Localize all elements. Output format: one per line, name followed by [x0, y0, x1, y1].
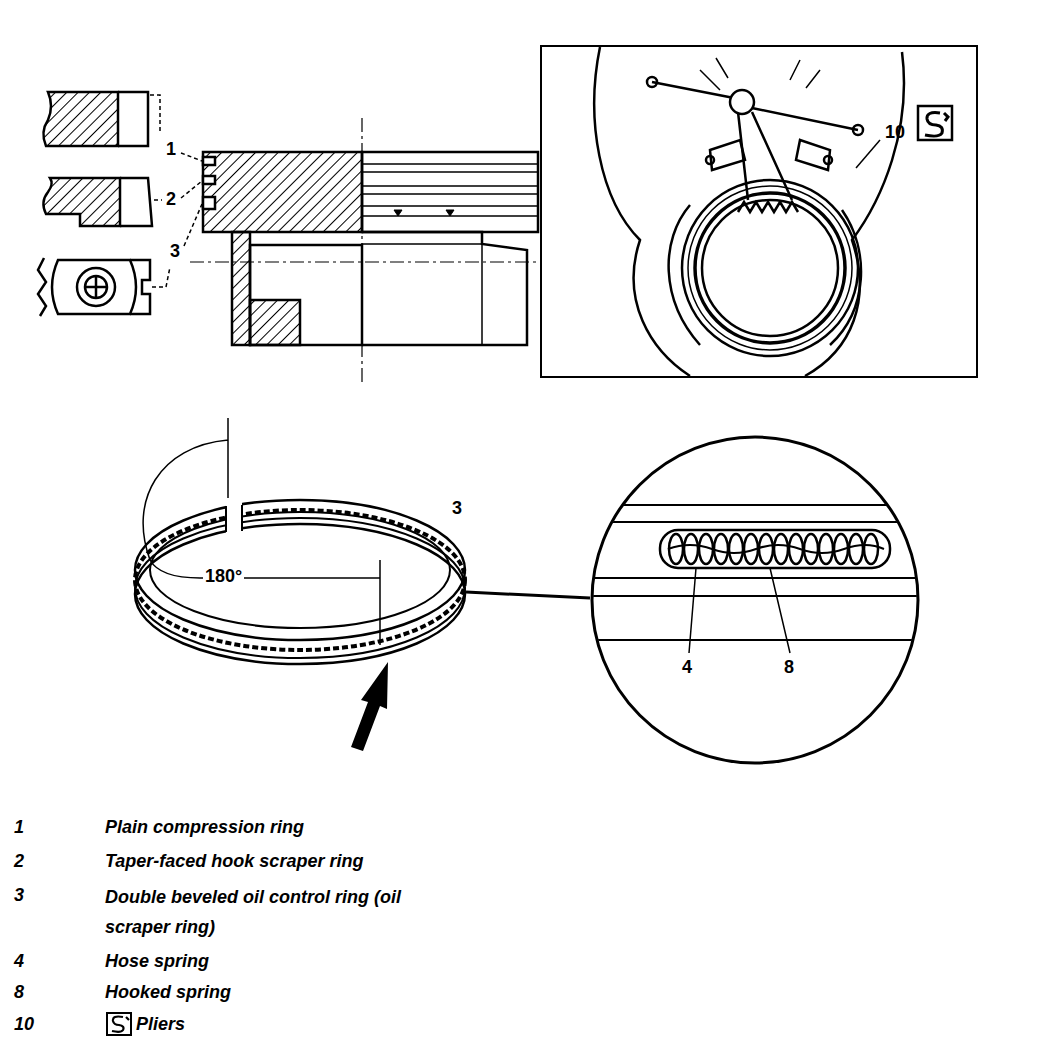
leader-line: [152, 267, 170, 287]
leader-line: [154, 199, 162, 201]
legend-text: Pliers: [136, 1014, 185, 1035]
center-line: [361, 118, 362, 382]
detail-magnifier: 48: [590, 435, 920, 765]
scraper-ring-section: [120, 178, 152, 226]
tool-symbol-glyph: [925, 113, 948, 137]
leader-line: [181, 181, 202, 198]
pliers-arm: [652, 82, 858, 200]
oil-ring-section: [52, 260, 136, 314]
ring-land-lines: [362, 164, 538, 216]
detail-illustration: [580, 505, 930, 653]
hose-spring-section: [85, 276, 107, 298]
ring-edge: [135, 518, 465, 658]
oil-ring-view: [135, 418, 590, 751]
piston-crown-view: [362, 152, 538, 232]
pliers-jaw: [710, 140, 830, 170]
piston-wall-section: [232, 232, 250, 345]
ring-gap-end: [226, 505, 242, 532]
pliers-teeth: [738, 202, 798, 212]
leader-line: [856, 140, 880, 168]
ring-groove: [203, 176, 215, 184]
legend-text: Double beveled oil control ring (oil scr…: [105, 882, 440, 942]
piston-bore: [250, 245, 362, 345]
piston: [190, 118, 538, 382]
magnifier-outline: [590, 435, 920, 765]
pliers-illustration: [594, 47, 904, 376]
finger-line: [700, 58, 820, 90]
pliers-rivet: [647, 77, 657, 87]
ring-edge: [135, 500, 465, 640]
tool-symbol-box: [918, 106, 952, 140]
leader-lines: [150, 95, 202, 287]
ring-groove: [203, 157, 215, 165]
hose-spring-section: [84, 275, 108, 299]
pliers-pivot: [730, 90, 754, 114]
legend-text: Hose spring: [105, 951, 209, 972]
legend-text: Hooked spring: [105, 982, 231, 1003]
ring-in-pliers: [702, 200, 838, 336]
callout-number: 3: [452, 498, 462, 519]
callout-number: 2: [166, 189, 176, 210]
angle-label: 180°: [203, 566, 244, 587]
ring-edge: [150, 512, 450, 628]
legend-number: 4: [14, 951, 24, 972]
piston-boss-section: [250, 300, 300, 345]
detail-connector: [466, 592, 590, 598]
hand-outline: [594, 47, 690, 376]
legend-text: Plain compression ring: [105, 817, 304, 838]
callout-number: 8: [784, 657, 794, 678]
legend-number: 10: [14, 1014, 34, 1035]
hooked-spring: [668, 545, 884, 553]
legend-number: 8: [14, 982, 24, 1003]
compression-ring-section: [43, 92, 118, 146]
pliers-rivet: [824, 156, 832, 164]
magnifier-circle: [592, 437, 918, 763]
piston-crown-section: [203, 152, 362, 232]
ring-in-pliers: [688, 186, 852, 350]
legend-text: Taper-faced hook scraper ring: [105, 851, 363, 872]
break-line: [38, 258, 46, 316]
ring-mark: [394, 210, 454, 216]
ring-groove: [203, 197, 215, 209]
hose-spring-section: [77, 268, 115, 306]
ring-in-pliers: [682, 180, 858, 356]
leader-line: [689, 568, 790, 653]
piston-skirt: [362, 232, 527, 345]
callout-number: 10: [885, 122, 905, 143]
legend-number: 2: [14, 851, 24, 872]
special-tool-symbol: [107, 1013, 131, 1035]
tool-panel: 10: [540, 45, 978, 378]
tool-symbol-glyph: [112, 1017, 129, 1032]
callout-number: 1: [166, 139, 176, 160]
leader-line: [181, 153, 202, 161]
ring-edge: [135, 524, 465, 664]
ring-band-lines: [580, 505, 930, 640]
oil-ring-section: [130, 260, 150, 314]
spring-channel: [660, 530, 890, 568]
leader-line: [150, 95, 160, 134]
ring-in-pliers: [695, 193, 845, 343]
callout-number: 4: [682, 657, 692, 678]
direction-arrow: [351, 662, 388, 751]
leader-line: [184, 204, 202, 246]
special-tool-symbol: [918, 106, 952, 140]
ring-sections: [38, 92, 152, 316]
legend-number: 1: [14, 817, 24, 838]
center-line: [190, 261, 538, 262]
pliers-rivet: [853, 125, 863, 135]
pliers-rivet: [706, 156, 714, 164]
scraper-ring-section: [43, 178, 120, 226]
compression-ring-section: [118, 92, 148, 146]
tool-symbol-box: [107, 1013, 131, 1035]
angle-dimension: [143, 418, 380, 645]
ring-slots: [135, 510, 465, 650]
legend-number: 3: [14, 885, 24, 906]
pin-boss: [362, 244, 482, 345]
callout-number: 3: [170, 241, 180, 262]
